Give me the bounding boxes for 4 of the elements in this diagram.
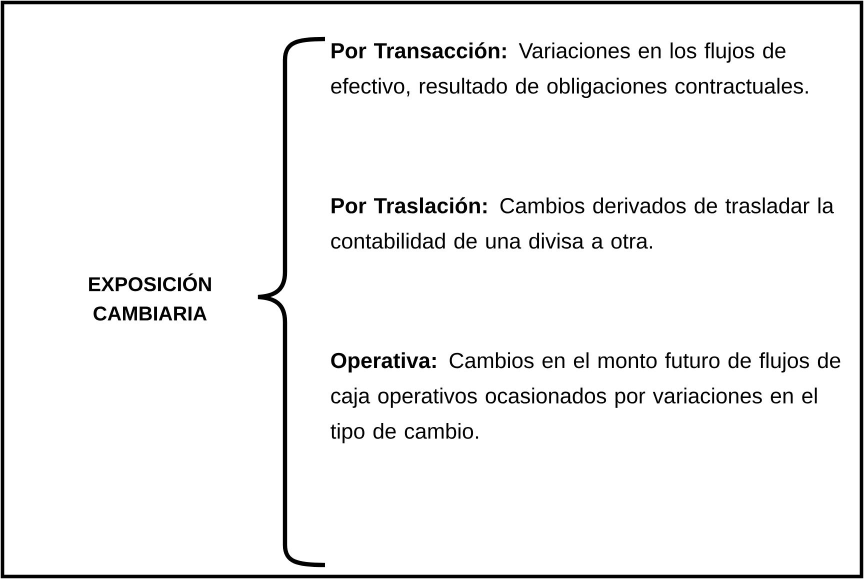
description-text: Operativa: Cambios en el monto futuro de flujos de caja operativos ocasionados por variaciones en el tipo de cambio.: [330, 352, 840, 444]
description-text: Por Transacción: Variaciones en los flujos de efectivo, resultado de obligaciones contractuales.: [331, 42, 808, 98]
description-text: Por Traslación: Cambios derivados de trasladar la contabilidad de una divisa a otra.: [331, 197, 834, 249]
heading-text: EXPOSICIÓN CAMBIARIA: [89, 273, 211, 321]
